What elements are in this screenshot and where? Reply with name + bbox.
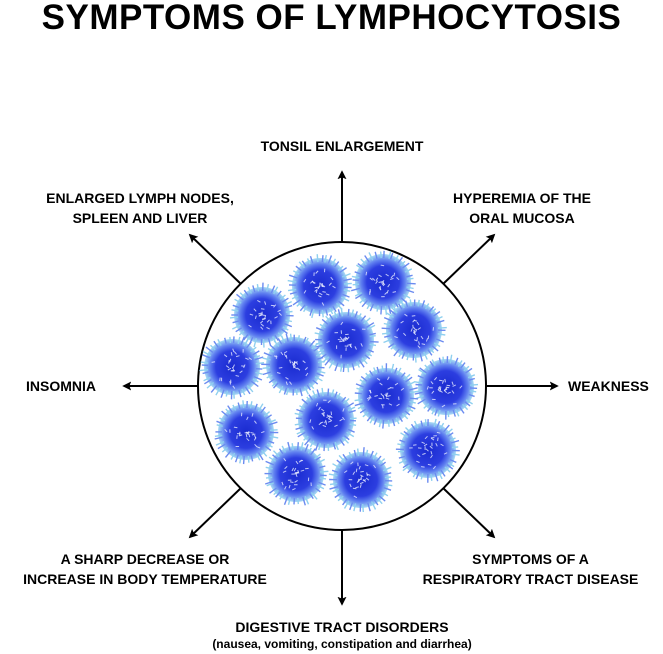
symptom-bottom: DIGESTIVE TRACT DISORDERS (nausea, vomit…: [212, 619, 472, 651]
arrows: [122, 170, 559, 606]
lymphocyte-cell: [395, 418, 460, 483]
lymphocyte-cell: [381, 299, 447, 363]
lymphocyte-cell: [314, 307, 379, 373]
diagram-title: SYMPTOMS OF LYMPHOCYTOSIS: [41, 0, 622, 37]
lymphocyte-cell: [351, 250, 416, 315]
lymphocyte-cell: [287, 254, 352, 319]
symptom-bottom-left: A SHARP DECREASE OR INCREASE IN BODY TEM…: [23, 551, 267, 587]
arrow-bottom-left: [188, 486, 243, 539]
arrow-top-left: [188, 233, 243, 286]
lymphocyte-cell: [199, 336, 265, 400]
arrow-bottom-right: [441, 486, 496, 539]
lymphocyte-cell: [264, 441, 329, 506]
lymphocyte-cell: [354, 363, 419, 429]
symptom-top-left: ENLARGED LYMPH NODES, SPLEEN AND LIVER: [46, 190, 234, 226]
lymphocyte-cell: [294, 387, 357, 452]
symptom-top: TONSIL ENLARGEMENT: [260, 138, 424, 154]
symptom-bottom-right: SYMPTOMS OF A RESPIRATORY TRACT DISEASE: [422, 551, 639, 587]
lymphocyte-cell: [413, 354, 479, 420]
arrow-top-right: [441, 233, 496, 286]
lymphocyte-cell: [261, 333, 326, 397]
symptom-right: WEAKNESS: [568, 378, 649, 394]
symptom-left: INSOMNIA: [26, 378, 96, 394]
lymphocyte-cells: [199, 250, 479, 513]
symptom-top-right: HYPEREMIA OF THE ORAL MUCOSA: [453, 190, 591, 226]
lymphocyte-cell: [214, 400, 279, 465]
lymphocyte-cell: [229, 282, 294, 348]
lymphocyte-cell: [328, 447, 393, 513]
